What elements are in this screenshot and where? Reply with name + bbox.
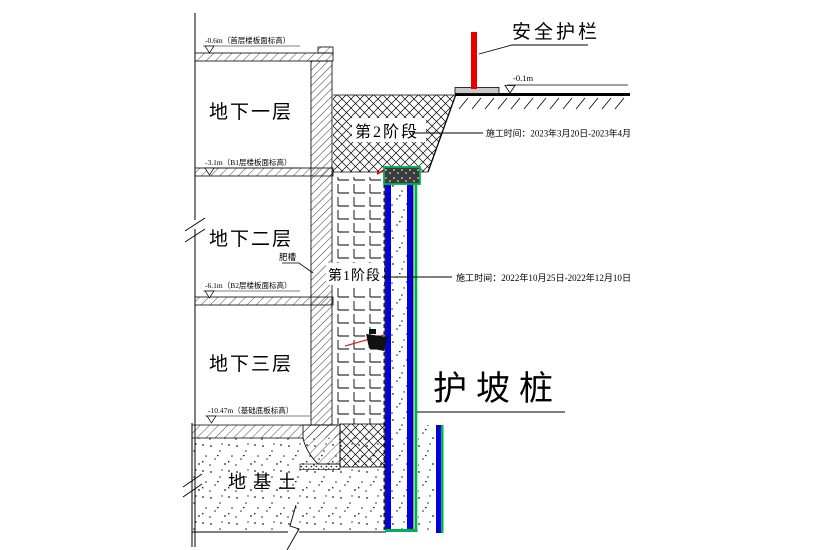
phase2-label-bg — [352, 118, 426, 142]
soil-behind-pile — [418, 425, 436, 533]
support-pile — [344, 166, 444, 533]
elev-foundation-triangle-icon — [206, 415, 217, 424]
elev-first-floor: -0.6m（首层楼板面标高） — [205, 35, 290, 45]
level-triangle-icon — [504, 85, 516, 94]
gap-note-label: 肥槽 — [279, 252, 297, 262]
pile-green-bottom — [385, 529, 418, 532]
gap-note-leader — [282, 262, 314, 274]
pile-blue-left — [385, 184, 391, 530]
crosshatch-block — [339, 423, 387, 468]
anchor-head-top — [369, 329, 376, 334]
pile-annotation: 护坡桩 — [417, 370, 565, 413]
elev-foundation: -10.47m（基础底板标高） — [208, 405, 293, 415]
b2-floor-slab — [194, 296, 334, 306]
anchor-head-icon — [366, 334, 388, 351]
elevation-marks: -0.6m（首层楼板面标高） -3.1m（B1层楼板面标高） -6.1m（B2层… — [203, 35, 310, 424]
phase2-time-label: 施工时间：2023年3月20日-2023年4月 — [486, 128, 631, 139]
basement-exterior-wall — [310, 60, 333, 426]
phase-annotations: 第2阶段 施工时间：2023年3月20日-2023年4月 第1阶段 施工时间：2… — [279, 118, 631, 285]
room-label-b1: 地下一层 — [209, 101, 293, 123]
behind-pile-blue-line — [436, 425, 441, 533]
pile-cap-beam — [383, 166, 421, 185]
elev-b1-triangle-icon — [204, 167, 215, 176]
guardrail-leader-line — [478, 44, 588, 55]
pile-concrete — [391, 184, 407, 530]
ground-hatch-ticks — [458, 97, 625, 110]
phase1-label-bg — [326, 263, 384, 285]
elev-b2-floor: -6.1m（B2层楼板面标高） — [205, 280, 291, 290]
pile-label: 护坡桩 — [433, 370, 562, 408]
safety-guardrail: 安全护栏 — [454, 21, 600, 94]
phase1-time-label: 施工时间：2022年10月25日-2022年12月10日 — [456, 272, 631, 283]
pile-green-line — [414, 167, 418, 532]
ground-floor-slab-notch — [317, 46, 334, 54]
elev-b2-triangle-icon — [204, 290, 215, 299]
ground-level-label: -0.1m — [513, 73, 533, 83]
break-mark-lower — [182, 473, 203, 498]
foundation-soil-label: 地基土 — [228, 472, 303, 492]
elev-b1-floor: -3.1m（B1层楼板面标高） — [205, 157, 291, 167]
ground-floor-slab — [194, 52, 334, 62]
room-label-b3: 地下三层 — [209, 353, 293, 375]
pile-blue-right — [407, 184, 413, 530]
break-mark-upper — [184, 217, 206, 243]
bottom-break-zigzag — [286, 504, 300, 550]
ground-surface: -0.1m — [455, 73, 630, 110]
cushion-layer — [299, 463, 341, 470]
room-label-b2: 地下二层 — [209, 228, 293, 250]
behind-pile-green-line — [441, 425, 444, 533]
foundation-and-soil: 地基土 — [182, 423, 387, 550]
cap-red-mark — [376, 169, 385, 175]
phase2-label: 第2阶段 — [355, 123, 419, 141]
safety-rail-label: 安全护栏 — [512, 21, 600, 43]
phase1-grid-area — [334, 177, 384, 424]
elev-first-triangle-icon — [204, 45, 215, 54]
phase1-label: 第1阶段 — [328, 267, 381, 284]
guardrail-post — [471, 32, 477, 89]
